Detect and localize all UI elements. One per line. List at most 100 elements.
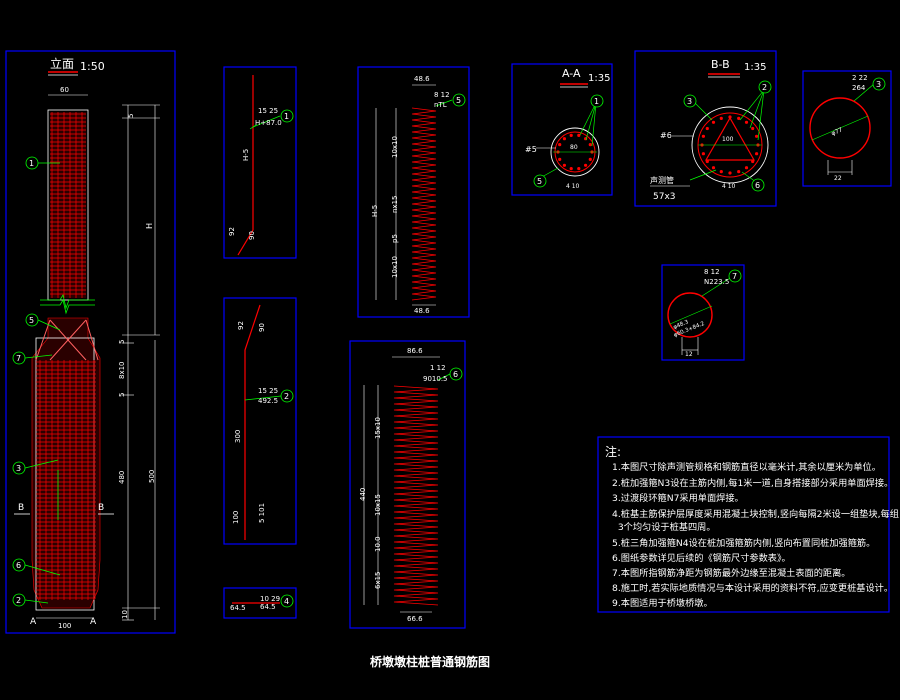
bar5-dim-10x10b: 10x10 xyxy=(391,256,399,278)
bar3-width: 22 xyxy=(834,175,842,182)
bar4-spec-top: 10 29 xyxy=(260,595,280,603)
dim-h: H xyxy=(145,223,154,229)
section-aa-marker5: 5 xyxy=(537,177,542,186)
bar6-marker: 6 xyxy=(453,370,458,379)
section-aa-frame xyxy=(511,63,613,196)
section-bb-marker3: 3 xyxy=(687,97,692,106)
frames xyxy=(5,50,892,634)
bar2-dim-5101: 5 101 xyxy=(258,503,266,523)
bar7-spec-top: 8 12 xyxy=(704,268,720,276)
section-bb-scale: 1:35 xyxy=(744,62,766,73)
bar3-frame xyxy=(802,70,892,187)
section-bb-dim-diam: #6 xyxy=(660,131,672,140)
note-item-6: 6.图纸参数详见后续的《钢筋尺寸参数表》。 xyxy=(612,552,791,564)
section-aa-marker1: 1 xyxy=(594,97,599,106)
bar5-marker: 5 xyxy=(456,96,461,105)
bar2-marker: 2 xyxy=(284,392,289,401)
note-item-8: 8.施工时,若实际地质情况与本设计采用的资料不符,应变更桩基设计。 xyxy=(612,582,893,594)
bar1-frame xyxy=(223,66,297,259)
bar5-dim-10x10a: 10x10 xyxy=(391,136,399,158)
bar4-marker: 4 xyxy=(284,597,289,606)
bar5-frame xyxy=(357,66,470,318)
section-bb-marker2: 2 xyxy=(762,83,767,92)
bar7-width: 12 xyxy=(685,351,693,358)
bar3-spec-bottom: 264 xyxy=(852,84,866,92)
section-aa-dim-80: 80 xyxy=(570,144,578,151)
dim-top-width: 60 xyxy=(60,86,69,94)
section-aa-dim-diam: #5 xyxy=(525,145,537,154)
bar5-detail: 48.6 48.6 5 8 12 nTL H-5 10x10 nx15 p5 1… xyxy=(371,75,466,315)
dim-8x10: 8x10 xyxy=(118,361,126,379)
bar2-dim-100: 100 xyxy=(232,511,240,524)
bar1-spec-top: 15 25 xyxy=(258,107,278,115)
bar2-spec-top: 15 25 xyxy=(258,387,278,395)
bar1-marker: 1 xyxy=(284,112,289,121)
bar4-spec-bottom: 64.5 xyxy=(260,603,276,611)
elevation-markers: 1 5 7 3 6 2 xyxy=(12,156,61,607)
bar5-dim-nx15: nx15 xyxy=(391,196,399,214)
bar4-frame xyxy=(223,587,297,619)
bar7-spec-bottom: N223.5 xyxy=(704,278,729,286)
marker-5: 5 xyxy=(29,316,34,325)
bar2-detail: 2 15 25 492.5 92 90 300 100 5 101 xyxy=(232,304,294,540)
bar2-frame xyxy=(223,297,297,545)
note-item-2: 2.桩加强箍N3设在主筋内侧,每1米一道,自身搭接部分采用单面焊接。 xyxy=(612,477,893,489)
elevation-view: 立面 1:50 60 100 A A xyxy=(12,56,160,630)
bar6-spec-bottom: 9010.5 xyxy=(423,375,448,383)
bar1-dim-92: 92 xyxy=(228,227,236,236)
dim-5b: 5 xyxy=(118,393,126,397)
note-item-7: 7.本图所指钢筋净距为钢筋最外边缘至混凝土表面的距离。 xyxy=(612,567,850,579)
bar3-spec-top: 2 22 xyxy=(852,74,868,82)
section-aa: A-A 1:35 80 #5 1 5 4 10 xyxy=(525,67,610,190)
bar5-bottom-width: 48.6 xyxy=(414,307,430,315)
bar6-dim-15x10: 15x10 xyxy=(374,417,382,439)
section-aa-title: A-A xyxy=(562,67,581,80)
dim-5a: 5 xyxy=(118,340,126,344)
bar6-spec-top: 1 12 xyxy=(430,364,446,372)
section-bb-dim-bottom: 4 10 xyxy=(722,183,736,190)
bar7-detail: φ48.3 φ60.3+84.2 7 8 12 N223.5 12 xyxy=(667,268,742,358)
bar5-spec-top: 8 12 xyxy=(434,91,450,99)
bar3-diam: φ77 xyxy=(830,126,844,137)
marker-7: 7 xyxy=(16,354,21,363)
bar1-dim-90: 90 xyxy=(248,231,256,240)
dim-bottom-width: 100 xyxy=(58,622,71,630)
section-b-right: B xyxy=(98,503,104,513)
bar2-spec-bottom: 492.5 xyxy=(258,397,278,405)
marker-1: 1 xyxy=(29,159,34,168)
bar5-spec-bottom: nTL xyxy=(434,101,447,109)
section-a-left: A xyxy=(30,617,37,627)
bar5-top-width: 48.6 xyxy=(414,75,430,83)
bar6-dim-6x15: 6x15 xyxy=(374,571,382,589)
bar2-dim-300: 300 xyxy=(234,430,242,443)
bar1-dim-h5: H-5 xyxy=(242,149,250,161)
bar3-marker: 3 xyxy=(876,80,881,89)
note-item-4b: 3个均匀设于桩基四周。 xyxy=(612,521,716,533)
section-aa-dim-bottom: 4 10 xyxy=(566,183,580,190)
dim-480: 480 xyxy=(118,471,126,484)
dim-5-top: 5 xyxy=(127,114,135,118)
section-bb-tube-spec: 57x3 xyxy=(653,192,676,202)
bar2-dim-90: 90 xyxy=(258,323,266,332)
section-bb-marker6: 6 xyxy=(755,181,760,190)
bar5-dim-p5: p5 xyxy=(391,234,399,243)
bar6-dim-440: 440 xyxy=(359,488,367,501)
elevation-title: 立面 xyxy=(50,56,74,71)
bar6-bottom-width: 66.6 xyxy=(407,615,423,623)
note-item-3: 3.过渡段环箍N7采用单面焊接。 xyxy=(612,492,744,504)
upper-cage xyxy=(47,109,89,301)
section-bb-dim-100: 100 xyxy=(722,136,734,143)
bar4-detail: 10 29 64.5 64.5 4 xyxy=(230,594,294,612)
dim-500: 500 xyxy=(148,470,156,483)
note-item-1: 1.本图尺寸除声测管规格和钢筋直径以毫米计,其余以厘米为单位。 xyxy=(612,461,881,473)
drawing-title: 桥墩墩柱桩普通钢筋图 xyxy=(370,654,490,669)
notes-frame xyxy=(597,436,890,613)
dim-10: 10 xyxy=(121,610,129,619)
marker-6: 6 xyxy=(16,561,21,570)
bar6-dim-100: 10.0 xyxy=(374,536,382,552)
section-aa-scale: 1:35 xyxy=(588,73,610,84)
marker-3: 3 xyxy=(16,464,21,473)
notes-block: 注: 1.本图尺寸除声测管规格和钢筋直径以毫米计,其余以厘米为单位。 2.桩加强… xyxy=(605,444,899,609)
elevation-scale: 1:50 xyxy=(80,60,105,73)
section-bb-tube-label: 声测管 xyxy=(650,175,674,185)
